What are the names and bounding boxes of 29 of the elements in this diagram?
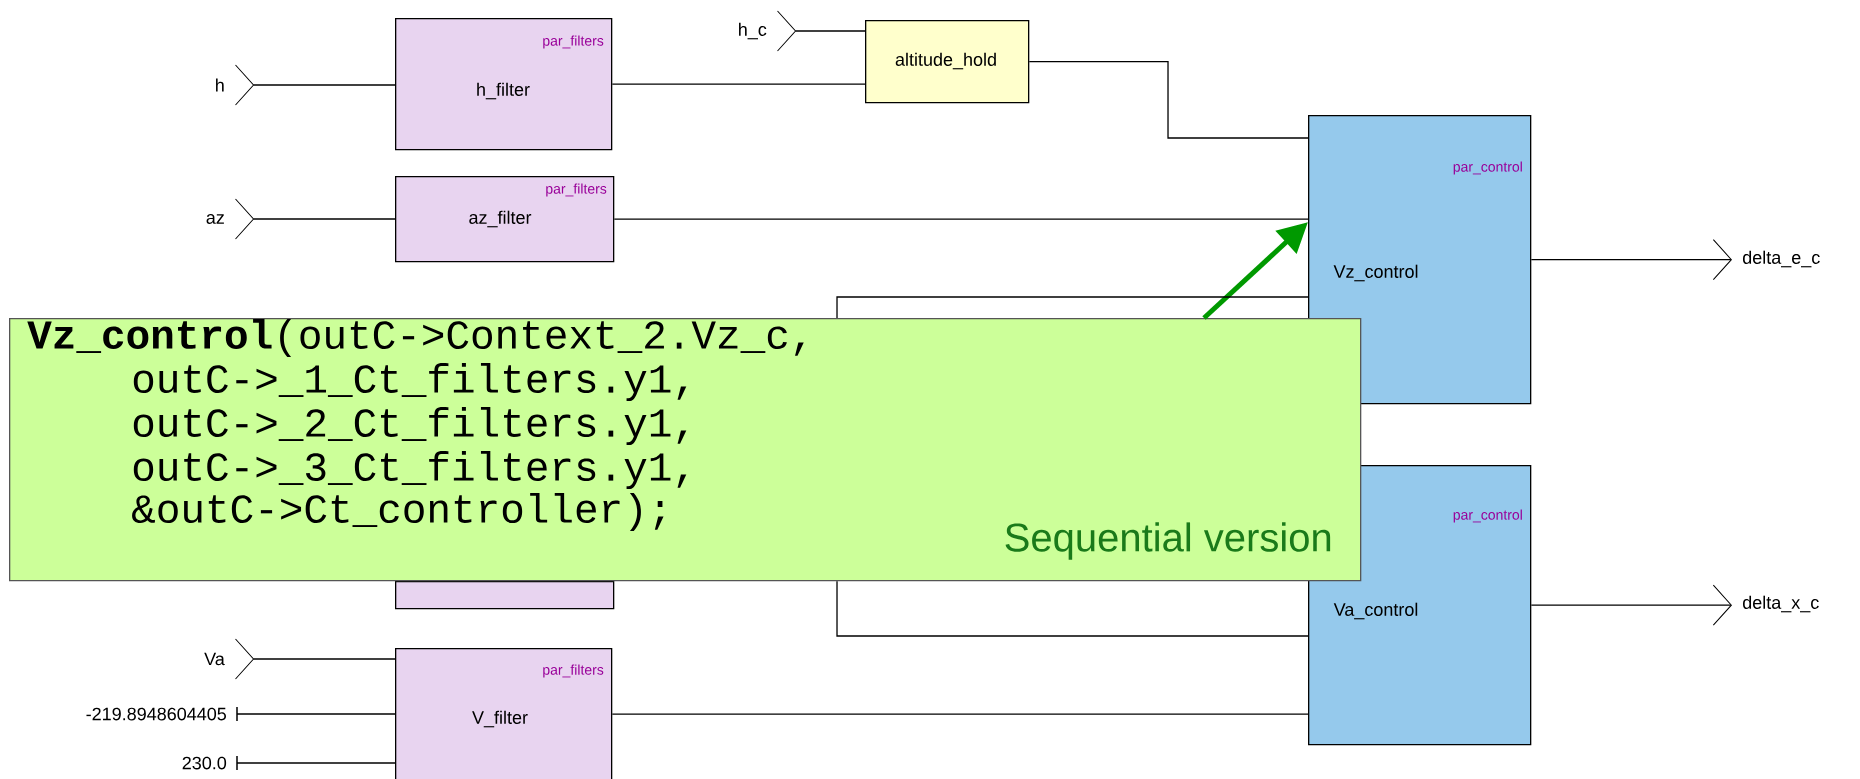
connector: [611, 713, 1309, 715]
constant-value: -219.8948604405: [86, 706, 238, 722]
filter-block: par_filters h_filter: [395, 18, 613, 151]
filter-block: par_filters V_filter: [395, 648, 613, 779]
port-label: h: [216, 78, 224, 92]
connector: [235, 198, 396, 240]
arrow: [1530, 239, 1732, 281]
connector: [235, 64, 396, 106]
control-block: par_control Vz_control: [1308, 115, 1532, 405]
connector: [236, 713, 396, 715]
connector: [1028, 61, 1309, 139]
constant-value: 230.0: [182, 755, 238, 771]
port-label: h_c: [739, 22, 767, 40]
port-label: delta_e_c: [1743, 250, 1820, 268]
connector: [836, 296, 1309, 319]
arrow: [1530, 584, 1732, 626]
hold-block: altitude_hold: [865, 20, 1030, 104]
connector: [777, 10, 866, 52]
port-label: delta_x_c: [1743, 595, 1819, 613]
connector: [611, 83, 866, 85]
port-label: az: [206, 214, 224, 224]
connector: [613, 218, 1309, 220]
connector: [236, 762, 396, 764]
filter-block: par_filters az_filter: [395, 176, 615, 263]
filter-block: [395, 581, 615, 610]
connector: [235, 638, 396, 680]
connector: [836, 580, 1309, 637]
code-callout: Vz_control(outC->Context_2.Vz_c, outC->_1_Ct_filters.y1, outC->_2_Ct_filters.y1, outC->_3_Ct_filters.y1, &outC->Ct_controller); Sequential version: [9, 318, 1362, 582]
port-label: Va: [204, 652, 225, 666]
